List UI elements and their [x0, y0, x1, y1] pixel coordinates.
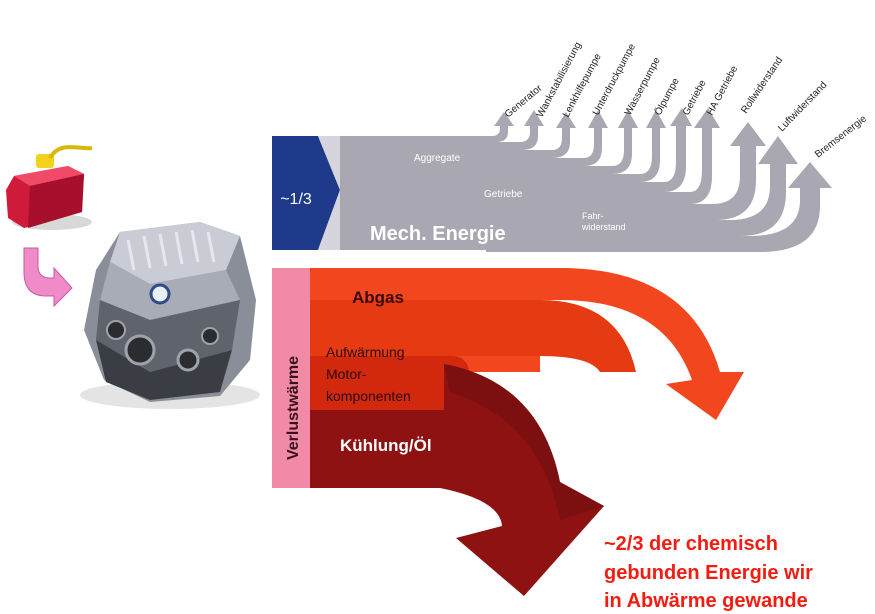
- fahr-line2: widerstand: [581, 222, 626, 232]
- conclusion-line3: in Abwärme gewande: [604, 590, 808, 612]
- fuel-can-icon: [6, 147, 92, 230]
- mech-fraction-label: ~1/3: [280, 191, 312, 208]
- komponenten-label: komponenten: [326, 388, 411, 404]
- conclusion-line1: ~2/3 der chemisch: [604, 533, 778, 555]
- pink-arrow-icon: [24, 248, 72, 306]
- engine-icon: [80, 222, 260, 409]
- consumer-label: HA Getriebe: [705, 64, 740, 118]
- consumer-label: Rollwiderstand: [739, 55, 785, 116]
- kuehlung-label: Kühlung/Öl: [340, 436, 432, 455]
- abgas-label: Abgas: [352, 288, 404, 307]
- loss-vertical-label: Verlustwärme: [285, 356, 302, 460]
- motor-label: Motor-: [326, 366, 367, 382]
- consumer-label: Luftwiderstand: [776, 80, 829, 134]
- consumer-labels: Generator Wankstabilisierung Lenkhilfepu…: [503, 40, 869, 160]
- consumer-label: Ölpumpe: [652, 76, 682, 118]
- conclusion-line2: gebunden Energie wir: [604, 562, 813, 584]
- aufwaermung-label: Aufwärmung: [326, 344, 405, 360]
- mech-aggregate-label: Aggregate: [414, 153, 461, 164]
- fahr-line1: Fahr-: [582, 211, 604, 221]
- mech-getriebe-label: Getriebe: [484, 189, 523, 200]
- consumer-label: Bremsenergie: [813, 113, 869, 160]
- mech-main-label: Mech. Energie: [370, 223, 506, 245]
